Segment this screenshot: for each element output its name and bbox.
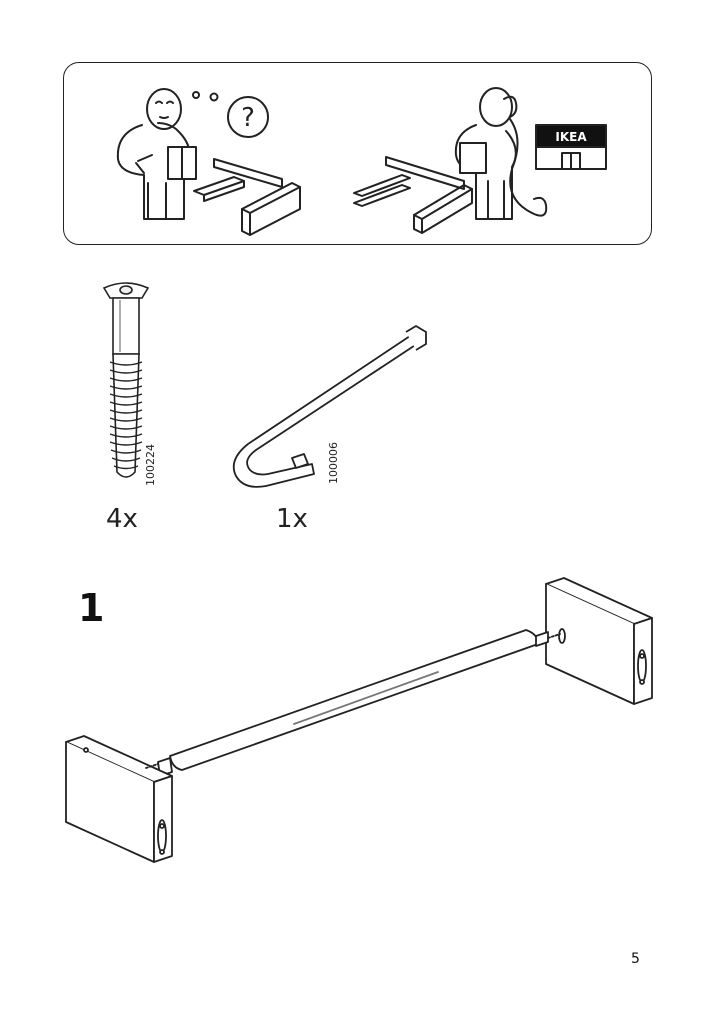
question-mark: ? [241,103,255,133]
page-number: 5 [631,951,640,967]
confused-person-icon [118,89,196,219]
part-number-label: 100224 [144,444,157,486]
right-side-panel-icon [546,578,652,704]
loose-panels-left-icon [194,159,300,235]
allen-key-icon [236,322,436,492]
question-bubble-icon [228,97,268,137]
screw-icon [96,280,156,490]
calling-person-icon [456,88,546,219]
part-quantity-label: 1x [276,504,308,534]
help-panel: ? [63,62,652,245]
part-quantity-label: 4x [106,504,138,534]
part-number-label: 100006 [327,442,340,484]
step-number: 1 [78,586,105,630]
ikea-store-icon [536,125,606,169]
help-illustration: ? [64,63,653,246]
ikea-sign-text: IKEA [555,130,587,144]
loose-panels-right-icon [354,157,472,233]
rod-icon [158,630,560,776]
assembly-illustration [62,576,662,896]
left-side-panel-icon [66,736,172,862]
